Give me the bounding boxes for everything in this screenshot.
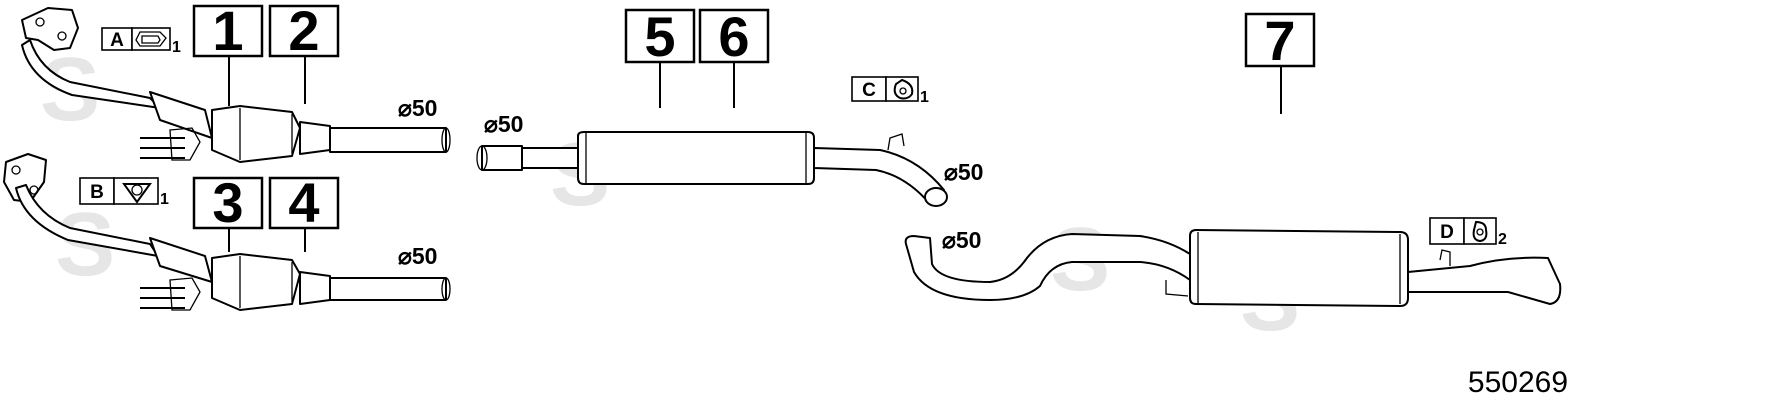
part-number-6: 6 — [718, 5, 749, 68]
front-pipe-catalyst-upper — [21, 7, 451, 163]
part-number-4: 4 — [288, 171, 319, 234]
part-box-6 — [698, 8, 770, 64]
kit-item-d: D 2 — [1429, 217, 1507, 248]
kit-qty: 2 — [1498, 231, 1507, 248]
part-box-1 — [192, 4, 264, 58]
part-box-5 — [624, 8, 696, 64]
diameter-label: ⌀50 — [944, 159, 983, 185]
kit-item-b: B 1 — [79, 177, 169, 208]
diameter-label: ⌀50 — [942, 227, 981, 253]
part-number-5: 5 — [644, 5, 675, 68]
front-pipe-catalyst-lower — [3, 153, 451, 311]
kit-item-a: A 1 — [101, 27, 181, 56]
kit-letter: C — [862, 80, 876, 101]
rubber-hanger-icon — [893, 78, 914, 100]
part-box-3 — [192, 176, 264, 230]
kit-qty: 1 — [920, 89, 929, 106]
kit-qty: 1 — [160, 191, 169, 208]
diameter-label: ⌀50 — [398, 243, 437, 269]
diagram-code: 550269 — [1468, 366, 1568, 399]
kit-letter: A — [110, 30, 124, 51]
gasket-icon — [135, 31, 167, 47]
part-box-2 — [268, 4, 340, 58]
kit-letter: B — [90, 182, 104, 203]
kit-item-c: C 1 — [851, 76, 929, 106]
kit-qty: 1 — [172, 39, 181, 56]
rear-silencer — [904, 229, 1562, 307]
diameter-label: ⌀50 — [484, 111, 523, 137]
part-number-7: 7 — [1264, 9, 1295, 72]
centre-silencer — [476, 131, 948, 207]
diameter-label: ⌀50 — [398, 95, 437, 121]
part-number-3: 3 — [212, 171, 243, 234]
part-box-4 — [268, 176, 340, 230]
part-number-2: 2 — [288, 0, 319, 62]
part-number-1: 1 — [212, 0, 243, 62]
flange-gasket-icon — [122, 183, 152, 204]
part-box-7 — [1244, 12, 1316, 68]
rubber-mount-icon — [1472, 220, 1488, 243]
kit-letter: D — [1440, 222, 1454, 243]
